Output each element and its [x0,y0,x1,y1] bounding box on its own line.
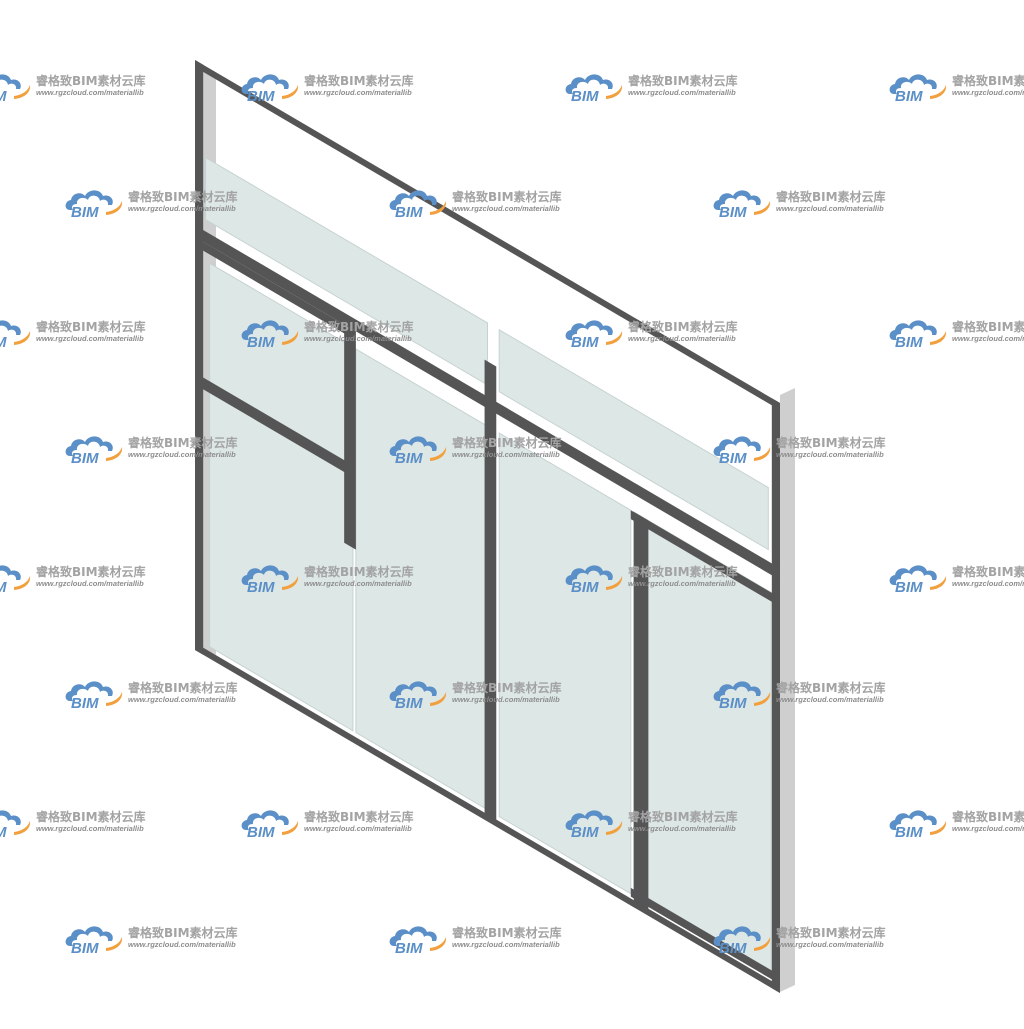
glass-pane-2 [355,348,491,813]
sash-1-top [202,241,353,339]
sash-1-stile [344,324,356,550]
frame-top [195,60,780,411]
frame-left [195,60,204,655]
transom-glass-right [498,328,769,551]
frame-right [771,398,780,993]
glass-pane-3 [498,432,632,895]
center-mullion [484,359,497,821]
frame-bottom [195,642,780,993]
sash-4-top [630,510,775,604]
glass-pane-1 [209,262,354,732]
frame-side-right [780,388,795,992]
sash-4-stile [633,511,649,910]
sash-1-lower-rail [202,376,353,478]
sash-4-bottom [630,887,775,981]
